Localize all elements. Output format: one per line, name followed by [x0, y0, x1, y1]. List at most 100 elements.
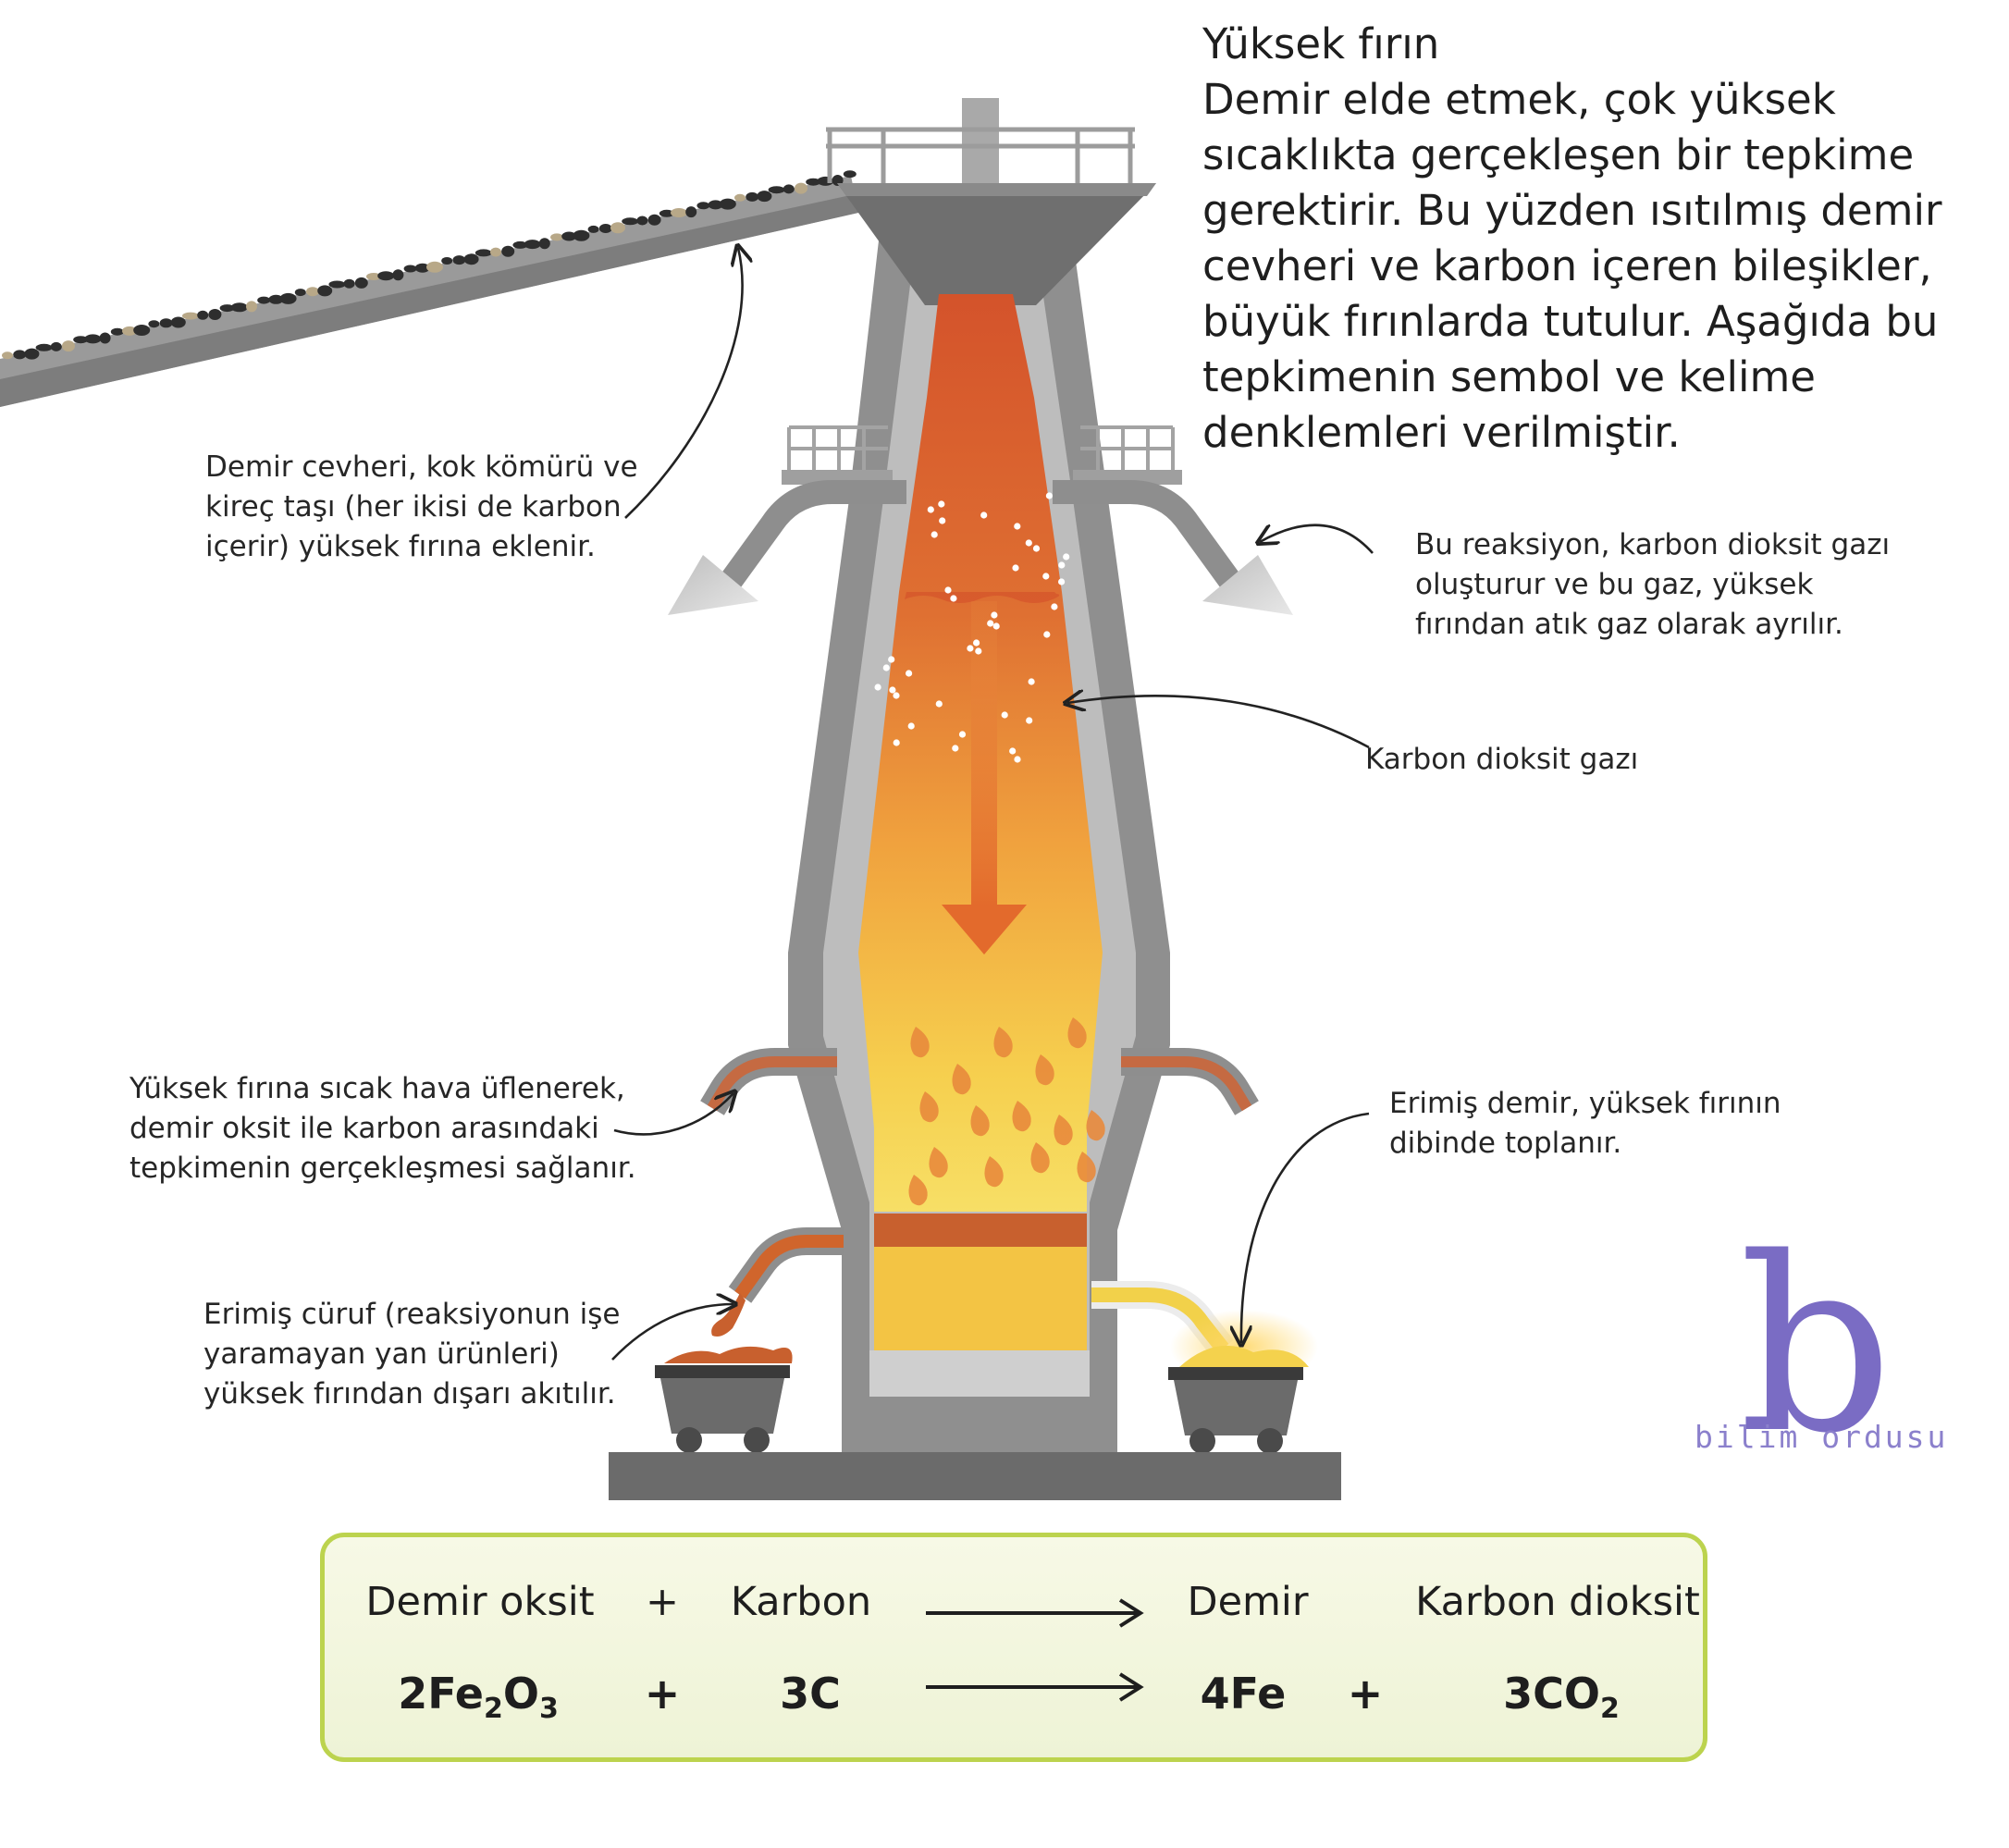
ore-lump — [159, 318, 173, 328]
ore-lump — [35, 343, 53, 351]
logo-text: bilim ordusu — [1695, 1419, 1949, 1455]
equation-box: Demir oksit + Karbon Demir Karbon dioksi… — [320, 1533, 1707, 1762]
annotation-line: Bu reaksiyon, karbon dioksit gazı — [1415, 528, 1891, 561]
ore-lump — [452, 255, 466, 265]
co2-bubble — [1001, 711, 1008, 719]
ore-lump — [587, 225, 599, 233]
co2-bubble — [1058, 561, 1066, 569]
symbol-plus-2: + — [1347, 1669, 1384, 1719]
ore-lump — [279, 292, 297, 304]
gas-offtake-left — [668, 425, 906, 615]
co2-bubble — [1043, 631, 1051, 638]
ore-lump — [659, 209, 674, 217]
co2-bubble — [1051, 603, 1058, 610]
ore-lump — [148, 320, 160, 328]
co2-bubble — [1028, 678, 1035, 685]
ore-lump — [317, 285, 333, 297]
molten-iron-pool — [874, 1247, 1087, 1350]
annotation-line: Yüksek fırına sıcak hava üflenerek, — [129, 1072, 625, 1105]
co2-bubble — [1012, 564, 1019, 572]
co2-bubble — [987, 620, 994, 627]
co2-arrow — [1067, 696, 1370, 749]
intro-line: büyük fırınlarda tutulur. Aşağıda bu — [1202, 297, 1939, 346]
annotation-waste-gas: Bu reaksiyon, karbon dioksit gazı oluştu… — [1415, 525, 1890, 645]
co2-bubble — [1063, 553, 1070, 561]
ore-lump — [463, 253, 479, 265]
word-product-2: Karbon dioksit — [1415, 1579, 1700, 1625]
iron-cart — [1168, 1345, 1309, 1454]
word-reactant-1: Demir oksit — [365, 1579, 595, 1625]
co2-bubble — [874, 684, 881, 691]
intro-line: tepkimenin sembol ve kelime — [1202, 352, 1816, 401]
ore-lump — [622, 217, 639, 226]
ore-lump — [671, 208, 687, 217]
co2-bubble — [975, 647, 982, 655]
ore-lump — [719, 198, 736, 210]
ore-lump — [219, 304, 235, 313]
slag-stream — [711, 1293, 746, 1337]
slag-arrow — [611, 1304, 733, 1361]
intro-text: Yüksek fırın Demir elde etmek, çok yükse… — [1202, 17, 1941, 461]
ore-lump — [843, 170, 857, 179]
flame — [910, 1027, 930, 1058]
ore-lump — [366, 273, 381, 280]
annotation-line: tepkimenin gerçekleşmesi sağlanır. — [129, 1152, 636, 1185]
annotation-line: oluşturur ve bu gaz, yüksek — [1415, 568, 1814, 601]
symbol-part: 3CO — [1503, 1669, 1600, 1719]
annotation-line: Erimiş cüruf (reaksiyonun işe — [203, 1298, 621, 1331]
ore-lump — [746, 191, 759, 202]
flame — [1054, 1115, 1073, 1146]
intro-line: Demir elde etmek, çok yüksek — [1202, 75, 1836, 124]
ore-lump — [197, 310, 209, 320]
flame — [1077, 1152, 1096, 1183]
ore-lump — [377, 271, 395, 281]
ore-lump — [230, 302, 248, 313]
ore-lump — [806, 178, 821, 186]
ore-lump — [257, 296, 271, 304]
word-plus: + — [645, 1579, 680, 1625]
co2-bubble — [906, 670, 913, 677]
co2-bubble — [939, 517, 946, 524]
slag-layer — [874, 1214, 1087, 1247]
co2-bubble — [1025, 539, 1032, 547]
intro-line: cevheri ve karbon içeren bileşikler, — [1202, 241, 1932, 290]
molten-iron-arrow — [1241, 1112, 1370, 1343]
co2-bubble — [952, 745, 959, 752]
intro-title: Yüksek fırın — [1202, 19, 1440, 68]
flame — [1035, 1054, 1054, 1086]
co2-bubble — [931, 531, 938, 538]
ore-lump — [561, 231, 577, 241]
furnace-base — [609, 1452, 1341, 1500]
ore-lump — [647, 214, 661, 226]
ore-lump — [783, 184, 795, 194]
co2-bubble — [958, 731, 967, 738]
co2-bubbles — [874, 492, 1070, 763]
ore-lump — [441, 257, 453, 265]
annotation-molten-iron: Erimiş demir, yüksek fırının dibinde top… — [1389, 1084, 1781, 1164]
hearth-bottom — [869, 1350, 1090, 1397]
co2-bubble — [935, 700, 943, 708]
ore-lump — [538, 238, 550, 250]
ore-lump — [403, 265, 417, 273]
co2-bubble — [1014, 523, 1021, 530]
symbol-part: O — [502, 1669, 539, 1719]
ore-lump — [354, 277, 368, 289]
annotation-line: içerir) yüksek fırına eklenir. — [205, 530, 596, 563]
ore-lump — [490, 247, 501, 257]
ore-lump — [426, 261, 443, 273]
symbol-product-2: 3CO2 — [1503, 1669, 1620, 1725]
flame — [970, 1105, 990, 1137]
co2-bubble — [980, 511, 988, 519]
ore-lump — [208, 309, 222, 320]
co2-bubble — [967, 645, 974, 652]
annotation-line: yaramayan yan ürünleri) — [203, 1337, 560, 1371]
ore-lump — [768, 186, 785, 194]
ore-lump — [306, 287, 319, 297]
slag-cart — [655, 1346, 793, 1453]
co2-bubble — [1045, 492, 1053, 499]
annotation-line: fırından atık gaz olarak ayrılır. — [1415, 608, 1843, 641]
co2-bubble — [1014, 756, 1021, 763]
ore-lump — [110, 327, 124, 336]
co2-bubble — [973, 639, 980, 647]
